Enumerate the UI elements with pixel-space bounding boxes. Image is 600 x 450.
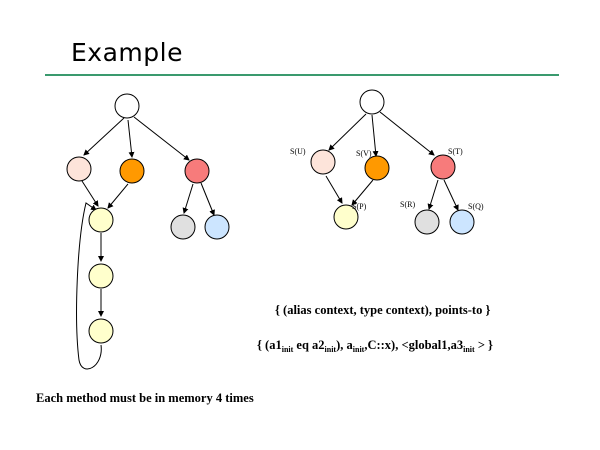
edge-root-pink: [83, 117, 125, 156]
label-s-r: S(R): [400, 200, 415, 209]
right-u-node: [310, 149, 336, 175]
left-orange-node: [119, 158, 145, 184]
right-q-node: [449, 209, 475, 235]
label-s-q: S(Q): [468, 202, 484, 211]
context-example-formula: { (a1init eq a2init), ainit,C::x), <glob…: [257, 338, 493, 354]
formula-sub-1: init: [281, 345, 294, 354]
left-yellow-node-2: [88, 263, 114, 289]
right-t-node: [430, 154, 456, 180]
edge-r-root-v: [371, 114, 379, 157]
right-root-node: [359, 89, 385, 115]
right-graph-nodes: [310, 89, 475, 235]
left-yellow-node-3: [88, 318, 114, 344]
right-graph-labels: S(U) S(V) S(T) S(P) S(R) S(Q): [290, 147, 484, 211]
right-r-node: [414, 209, 440, 235]
edge-red-gray: [182, 183, 194, 214]
edge-t-r: [427, 179, 439, 210]
edge-root-red: [133, 116, 190, 161]
right-graph-edges: [325, 111, 459, 211]
formula-sub-4: init: [463, 345, 475, 354]
formula-part-end: > }: [474, 338, 493, 352]
context-format-formula: { (alias context, type context), points-…: [275, 303, 491, 317]
left-graph-edges: [76, 116, 215, 370]
right-p-node: [333, 204, 359, 230]
edge-pink-yellow1: [81, 180, 99, 207]
right-v-node: [364, 155, 390, 181]
edge-root-orange: [127, 119, 135, 158]
slide-caption: Each method must be in memory 4 times: [36, 391, 254, 405]
left-gray-node: [170, 214, 196, 240]
formula-part-open: { (a1: [257, 338, 282, 352]
left-yellow-node-1: [88, 207, 114, 233]
label-s-u: S(U): [290, 147, 306, 156]
label-s-p: S(P): [352, 202, 367, 211]
edge-loop-back: [76, 202, 102, 370]
edge-red-blue: [200, 182, 215, 216]
left-root-node: [114, 93, 140, 119]
edge-r-root-u: [328, 113, 367, 151]
edge-u-p: [325, 175, 343, 204]
edge-r-root-t: [379, 111, 435, 156]
edge-t-q: [443, 179, 459, 211]
edge-v-p: [351, 179, 374, 206]
label-s-v: S(V): [356, 149, 372, 158]
formula-sub-2: init: [324, 345, 337, 354]
label-s-t: S(T): [448, 147, 463, 156]
slide-title: Example: [71, 38, 183, 67]
title-underline: [45, 74, 559, 76]
left-red-node: [184, 158, 210, 184]
formula-part-mid: ,C::x), <global1,a3: [364, 338, 464, 352]
edge-orange-yellow1: [107, 183, 129, 209]
left-blue-node: [204, 214, 230, 240]
left-graph-nodes: [66, 93, 230, 344]
formula-part-eq: eq a2: [293, 338, 325, 352]
left-pink-node: [66, 156, 92, 182]
formula-sub-3: init: [352, 345, 365, 354]
formula-part-close: ), a: [336, 338, 353, 352]
